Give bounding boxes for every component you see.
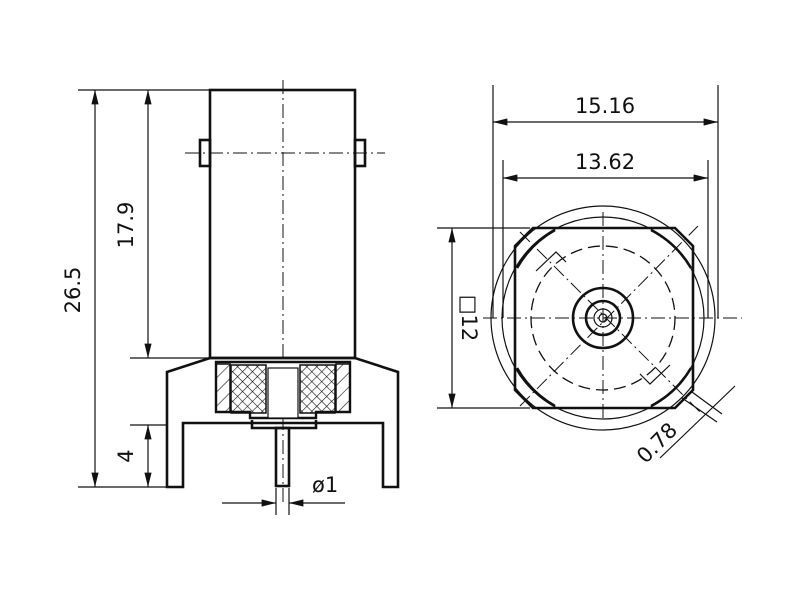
dim-body-height: 17.9 bbox=[114, 202, 138, 249]
dim-square: □12 bbox=[457, 295, 481, 342]
dim-chamfer: 0.78 bbox=[632, 418, 682, 468]
insulator-left bbox=[230, 364, 267, 414]
square-flange bbox=[513, 226, 695, 410]
dim-overall-height: 26.5 bbox=[61, 267, 85, 314]
dim-inner-width: 13.62 bbox=[575, 150, 635, 174]
dim-outer-width: 15.16 bbox=[575, 94, 635, 118]
side-view: 26.5 17.9 4 ø1 bbox=[61, 80, 400, 515]
center-pin bbox=[274, 426, 291, 488]
dim-leg-length: 4 bbox=[114, 449, 138, 462]
top-view: 15.16 13.62 □12 0.78 bbox=[437, 85, 742, 468]
insulator-right bbox=[299, 364, 336, 414]
dim-pin-diameter: ø1 bbox=[312, 473, 338, 497]
base-housing bbox=[165, 356, 400, 489]
